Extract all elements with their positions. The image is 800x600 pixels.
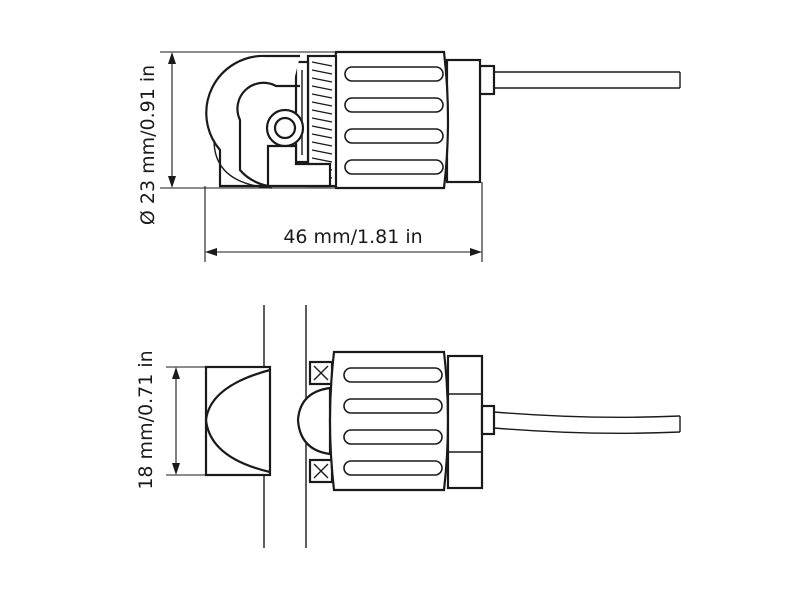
side-dome — [296, 386, 332, 456]
side-height-dimension: 18 mm/0.71 in — [135, 350, 270, 490]
top-view: Ø 23 mm/0.91 in 46 mm/1.81 in — [137, 50, 681, 262]
side-nut — [308, 360, 334, 484]
top-ribbed-sleeve — [330, 50, 450, 190]
side-rear-block — [446, 354, 484, 490]
top-thread — [294, 54, 338, 188]
length-label: 46 mm/1.81 in — [283, 226, 422, 248]
top-bracket — [205, 54, 332, 189]
side-ribbed-sleeve — [328, 350, 450, 492]
top-length-dimension: 46 mm/1.81 in — [204, 182, 483, 262]
top-cable — [478, 64, 681, 96]
side-clip-block — [204, 365, 272, 477]
side-cable — [480, 404, 681, 436]
height-label: 18 mm/0.71 in — [135, 350, 157, 489]
diameter-label: Ø 23 mm/0.91 in — [137, 65, 159, 225]
top-rear-block — [445, 58, 482, 184]
top-diameter-dimension: Ø 23 mm/0.91 in — [137, 51, 336, 225]
side-view: 18 mm/0.71 in — [135, 305, 681, 548]
